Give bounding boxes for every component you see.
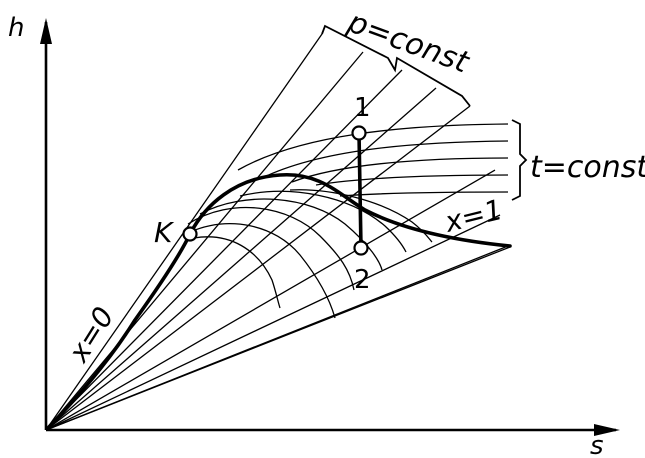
- process-line-1-2: [357, 131, 363, 250]
- temperature-brace: [511, 119, 528, 201]
- s-axis-arrow: [594, 424, 620, 436]
- isobar-lines: [45, 33, 511, 431]
- isotherm-line: [315, 174, 509, 186]
- h-axis-arrow: [40, 18, 52, 44]
- state-2-marker: [353, 240, 369, 256]
- state-1-marker: [351, 125, 367, 141]
- s-axis-label: s: [590, 431, 604, 458]
- wet-isotherm-line: [189, 223, 336, 319]
- h-axis-label: h: [8, 13, 24, 43]
- isotherm-lines: [237, 123, 509, 197]
- state-1-label: 1: [354, 93, 371, 123]
- wet-isotherm-line: [289, 189, 433, 243]
- isotherm-line: [339, 191, 509, 197]
- isotherm-line: [291, 157, 509, 183]
- pressure-brace: [321, 24, 471, 107]
- isobar-line: [45, 69, 403, 431]
- critical-point-label: K: [154, 216, 175, 249]
- isobar-line: [45, 169, 496, 431]
- wet-isotherm-line: [199, 198, 383, 271]
- isobar-line: [45, 87, 437, 431]
- wet-isotherm-line: [187, 206, 355, 291]
- isotherm-line: [237, 123, 509, 171]
- wet-isotherm-line: [239, 190, 407, 253]
- state-2-label: 2: [354, 265, 371, 295]
- wet-region-curves: [187, 189, 433, 319]
- saturated-vapor-curve: [188, 173, 512, 248]
- isotherm-line: [261, 140, 509, 179]
- isobar-line: [45, 51, 364, 431]
- isobar-line: [45, 246, 511, 431]
- isobar-line: [45, 214, 501, 431]
- pressure-label: p=const: [342, 4, 474, 81]
- critical-point-marker: [182, 226, 198, 242]
- saturated-vapor-label: x=1: [441, 193, 506, 239]
- wet-isotherm-line: [193, 236, 281, 309]
- saturated-liquid-curve: [46, 232, 192, 430]
- isobar-line: [45, 105, 471, 431]
- temperature-label: t=const: [530, 150, 645, 185]
